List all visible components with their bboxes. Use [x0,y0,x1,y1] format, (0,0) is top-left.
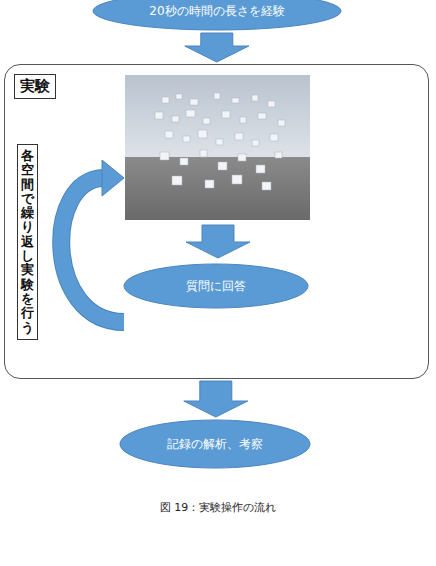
scene-ground [125,157,310,220]
ellipse-node: 記録の解析、考察 [119,419,311,469]
inner-down-arrow [186,225,250,258]
ellipse-shape [93,0,341,30]
vertical-text-box: 各空間で繰り返し実験を行う [17,144,38,340]
node-label: 20秒の時間の長さを経験 [149,3,284,20]
loop-arrow-body [61,178,124,322]
ellipse-shape [124,264,308,308]
panel-heading: 実験 [14,74,56,99]
loop-arrow-body-fill [61,178,124,322]
ellipse-shape [120,420,310,468]
ellipse-node: 20秒の時間の長さを経験 [92,0,342,31]
node-label: 質問に回答 [186,278,246,295]
scene-sky [125,75,310,157]
block-arrow [185,33,249,62]
loop-arrow-head [102,160,124,196]
block-arrow [184,381,248,417]
node-label: 記録の解析、考察 [167,436,263,453]
group-panel: 実験各空間で繰り返し実験を行う質問に回答 [4,64,429,379]
figure-caption: 図 19：実験操作の流れ [0,500,436,515]
scene-cubes [155,93,285,190]
ellipse-node: 質問に回答 [123,263,309,309]
vertical-label: 各空間で繰り返し実験を行う [21,149,34,335]
